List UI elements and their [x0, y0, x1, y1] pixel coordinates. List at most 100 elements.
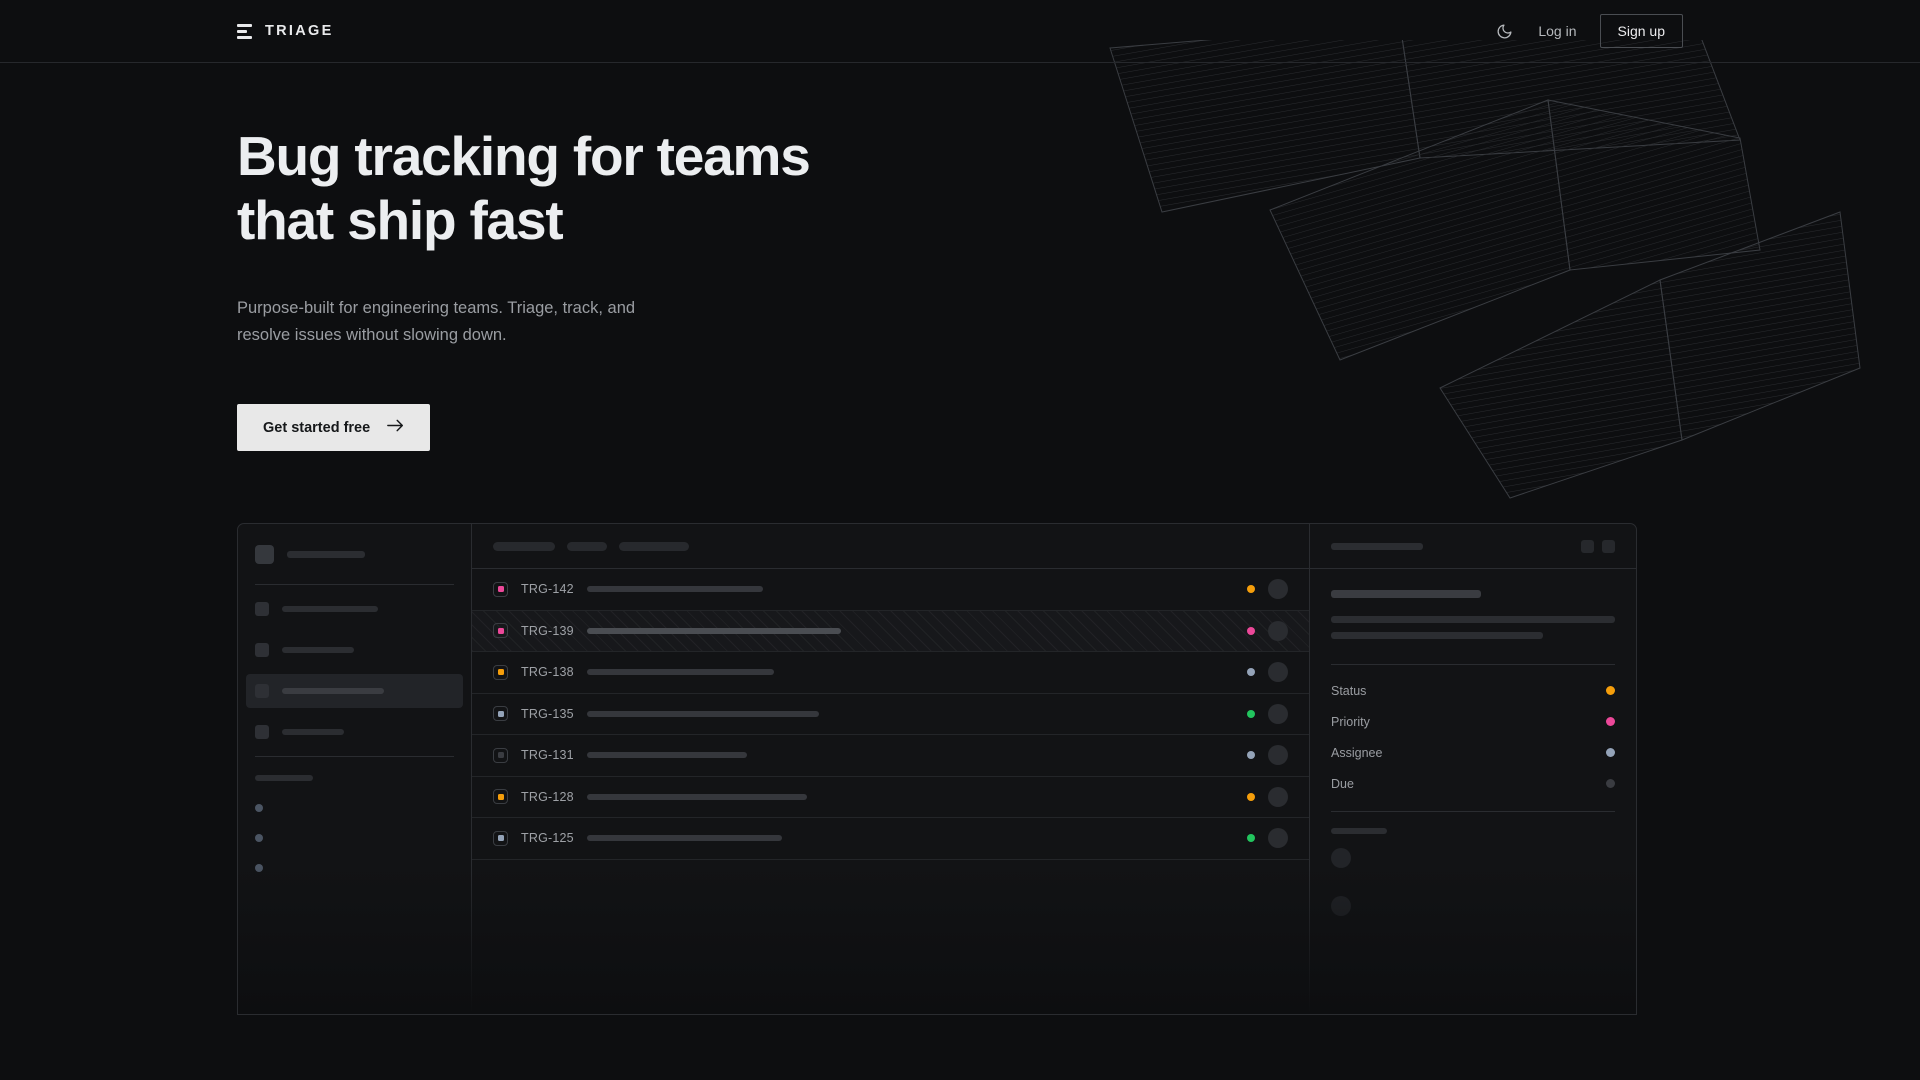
table-row[interactable]: TRG-135 — [472, 694, 1309, 735]
site-header: TRIAGE Log in Sign up — [0, 0, 1920, 63]
issue-title-skeleton — [587, 627, 841, 634]
activity-label-skeleton — [1331, 828, 1387, 834]
triage-bars-icon — [237, 23, 252, 39]
assignee-avatar[interactable] — [1268, 786, 1288, 807]
sidebar-nav-item[interactable] — [246, 633, 463, 667]
sidebar-project-item[interactable] — [255, 853, 454, 883]
status-dot[interactable] — [1247, 585, 1255, 594]
brand-logo[interactable]: TRIAGE — [237, 23, 334, 39]
meta-label: Due — [1331, 776, 1354, 791]
priority-badge[interactable] — [493, 581, 508, 597]
issue-id: TRG-135 — [521, 706, 574, 721]
table-row[interactable]: TRG-138 — [472, 652, 1309, 694]
status-dot[interactable] — [1247, 709, 1255, 718]
workspace-avatar — [255, 544, 274, 564]
priority-badge[interactable] — [493, 830, 508, 846]
status-dot[interactable] — [1247, 668, 1255, 677]
mockup-sidebar — [238, 524, 472, 1014]
issue-id: TRG-128 — [521, 789, 574, 804]
workspace-name-skeleton — [287, 550, 365, 558]
detail-description-skeleton — [1331, 616, 1615, 639]
sidebar-projects — [255, 793, 454, 883]
sidebar-nav-item[interactable] — [246, 592, 463, 626]
sidebar-nav-item[interactable] — [246, 674, 463, 708]
table-row[interactable]: TRG-131 — [472, 735, 1309, 777]
table-row[interactable]: TRG-142 — [472, 569, 1309, 611]
table-row[interactable]: TRG-139 — [472, 610, 1309, 652]
brand-name: TRIAGE — [265, 23, 334, 39]
assignee-avatar[interactable] — [1268, 745, 1288, 766]
description-line-skeleton — [1331, 632, 1543, 639]
activity-avatar[interactable] — [1331, 848, 1351, 868]
workspace-switcher[interactable] — [255, 524, 454, 584]
detail-divider-1 — [1331, 664, 1615, 665]
issue-title-skeleton — [587, 835, 782, 842]
assignee-avatar[interactable] — [1268, 703, 1288, 724]
detail-divider-2 — [1331, 811, 1615, 812]
filter-chip[interactable] — [493, 541, 555, 551]
sidebar-nav — [246, 592, 463, 749]
meta-label: Status — [1331, 683, 1367, 698]
description-line-skeleton — [1331, 616, 1615, 623]
sidebar-project-item[interactable] — [255, 823, 454, 853]
decorative-geometric-artwork — [1100, 40, 1920, 500]
issue-id: TRG-131 — [521, 748, 574, 763]
issue-id: TRG-139 — [521, 623, 574, 638]
table-row[interactable]: TRG-128 — [472, 777, 1309, 818]
detail-meta-row[interactable]: Assignee — [1331, 737, 1615, 768]
sidebar-nav-item[interactable] — [246, 715, 463, 749]
filter-chip[interactable] — [567, 541, 607, 551]
project-dot-icon — [255, 864, 263, 872]
assignee-avatar[interactable] — [1268, 579, 1288, 600]
meta-value-dot[interactable] — [1606, 686, 1615, 695]
sidebar-item-icon — [255, 725, 269, 739]
sidebar-item-icon — [255, 643, 269, 657]
detail-action-icon-1[interactable] — [1581, 539, 1594, 553]
status-dot[interactable] — [1247, 751, 1255, 760]
priority-badge[interactable] — [493, 623, 508, 639]
issue-title-skeleton — [587, 586, 763, 593]
detail-meta-row[interactable]: Due — [1331, 768, 1615, 799]
assignee-avatar[interactable] — [1268, 662, 1288, 683]
priority-badge[interactable] — [493, 706, 508, 722]
activity-avatar[interactable] — [1331, 896, 1351, 916]
priority-badge[interactable] — [493, 747, 508, 763]
sidebar-item-icon — [255, 602, 269, 616]
detail-meta-row[interactable]: Status — [1331, 675, 1615, 706]
login-link[interactable]: Log in — [1538, 23, 1577, 39]
filter-chip[interactable] — [619, 541, 689, 551]
moon-icon[interactable] — [1493, 20, 1515, 42]
table-row[interactable]: TRG-125 — [472, 818, 1309, 860]
assignee-avatar[interactable] — [1268, 620, 1288, 641]
meta-value-dot[interactable] — [1606, 717, 1615, 726]
arrow-right-icon — [387, 419, 404, 436]
status-dot[interactable] — [1247, 626, 1255, 635]
assignee-avatar[interactable] — [1268, 828, 1288, 849]
sidebar-project-item[interactable] — [255, 793, 454, 823]
status-dot[interactable] — [1247, 834, 1255, 843]
sidebar-item-label-skeleton — [282, 606, 378, 612]
sidebar-item-label-skeleton — [282, 688, 384, 694]
sidebar-divider-top — [255, 584, 454, 585]
priority-badge[interactable] — [493, 664, 508, 680]
status-dot[interactable] — [1247, 792, 1255, 801]
meta-label: Priority — [1331, 714, 1370, 729]
detail-meta-row[interactable]: Priority — [1331, 706, 1615, 737]
cta-label: Get started free — [263, 419, 371, 436]
meta-value-dot[interactable] — [1606, 779, 1615, 788]
detail-action-icon-2[interactable] — [1602, 539, 1615, 553]
signup-button[interactable]: Sign up — [1599, 14, 1683, 48]
sidebar-item-icon — [255, 684, 269, 698]
hero-section: Bug tracking for teams that ship fast Pu… — [237, 124, 811, 452]
priority-badge[interactable] — [493, 789, 508, 805]
meta-value-dot[interactable] — [1606, 748, 1615, 757]
sidebar-item-label-skeleton — [282, 729, 344, 735]
issue-title-skeleton — [587, 669, 774, 676]
detail-header — [1310, 524, 1636, 569]
get-started-button[interactable]: Get started free — [237, 404, 431, 452]
